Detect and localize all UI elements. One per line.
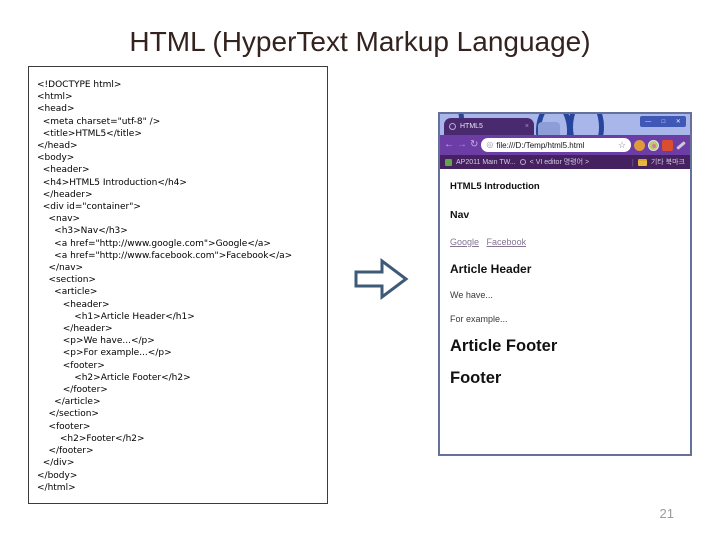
code-line: <footer> xyxy=(37,421,91,432)
extension-icon-red[interactable] xyxy=(662,139,673,151)
google-link[interactable]: Google xyxy=(450,237,480,247)
maximize-icon[interactable]: □ xyxy=(661,118,666,125)
bookmark-favicon-icon xyxy=(445,158,452,166)
window-controls: — □ ✕ xyxy=(640,116,686,127)
right-arrow-icon xyxy=(352,256,410,302)
code-line: <header> xyxy=(37,299,110,310)
address-bar[interactable]: ◎ file:///D:/Temp/html5.html ☆ xyxy=(481,138,631,152)
paragraph-we-have: We have... xyxy=(450,290,493,300)
code-line: </footer> xyxy=(37,385,108,396)
browser-toolbar: ← → ↻ ◎ file:///D:/Temp/html5.html ☆ xyxy=(440,135,690,155)
code-line: <footer> xyxy=(37,360,105,371)
browser-window: HTML5 × — □ ✕ ← → ↻ ◎ file:///D:/Temp/ht… xyxy=(438,112,692,456)
code-line: <!DOCTYPE html> xyxy=(37,80,122,90)
code-line: </header> xyxy=(37,189,93,200)
extension-icon-orange[interactable] xyxy=(634,139,645,151)
code-line: <meta charset="utf-8" /> xyxy=(37,116,161,127)
code-line: <head> xyxy=(37,104,75,115)
code-line: <nav> xyxy=(37,214,81,225)
code-line: <p>For example...</p> xyxy=(37,348,172,359)
code-line: <body> xyxy=(37,153,75,164)
code-line: <title>HTML5</title> xyxy=(37,128,142,139)
theme-curve-decoration xyxy=(568,114,604,135)
code-line: </head> xyxy=(37,141,78,152)
address-url[interactable]: file:///D:/Temp/html5.html xyxy=(496,140,585,150)
code-line: <h2>Article Footer</h2> xyxy=(37,372,191,383)
tab-title: HTML5 xyxy=(460,123,483,130)
code-line: <h2>Footer</h2> xyxy=(37,433,145,444)
code-line: </div> xyxy=(37,458,75,469)
footer-heading: Footer xyxy=(450,369,502,387)
bookmarks-bar: AP2011 Main TW... < VI editor 명령어 > | 기타… xyxy=(440,155,690,169)
code-line: <div id="container"> xyxy=(37,202,141,213)
code-line: </nav> xyxy=(37,263,84,274)
browser-titlebar[interactable]: HTML5 × — □ ✕ xyxy=(440,114,690,135)
code-line: <a href="http://www.google.com">Google</… xyxy=(37,238,271,249)
code-line: </section> xyxy=(37,409,99,420)
article-footer-heading: Article Footer xyxy=(450,337,558,355)
code-line: </header> xyxy=(37,324,113,335)
bookmark-star-icon[interactable]: ☆ xyxy=(617,139,626,150)
html-source-code-panel: <!DOCTYPE html> <html><head> <meta charse… xyxy=(28,66,328,504)
wrench-menu-icon[interactable] xyxy=(676,140,686,150)
code-line: <header> xyxy=(37,165,90,176)
code-line: </footer> xyxy=(37,446,94,457)
code-line: </body> xyxy=(37,470,78,481)
new-tab-button[interactable] xyxy=(538,122,560,135)
tab-favicon-icon xyxy=(449,123,456,130)
reload-icon[interactable]: ↻ xyxy=(470,139,479,150)
minimize-icon[interactable]: — xyxy=(645,118,652,125)
slide-page-number: 21 xyxy=(659,506,674,521)
rendered-page-content: HTML5 Introduction Nav Google Facebook A… xyxy=(440,169,690,452)
code-line: <h3>Nav</h3> xyxy=(37,226,128,237)
code-line: <html> xyxy=(37,92,73,103)
bookmark-item[interactable]: < VI editor 명령어 > xyxy=(529,159,590,166)
code-block: <!DOCTYPE html> <html><head> <meta charse… xyxy=(37,79,327,494)
slide-title: HTML (HyperText Markup Language) xyxy=(129,26,591,57)
code-line: </article> xyxy=(37,397,101,408)
other-bookmarks-button[interactable]: 기타 북마크 xyxy=(650,159,685,166)
folder-icon xyxy=(637,158,647,166)
close-icon[interactable]: ✕ xyxy=(675,118,681,125)
page-nav-links: Google Facebook xyxy=(450,237,682,247)
bookmark-item[interactable]: AP2011 Main TW... xyxy=(456,158,516,166)
extension-icon-profile[interactable] xyxy=(648,139,659,151)
forward-icon[interactable]: → xyxy=(457,139,467,150)
code-line: <h4>HTML5 Introduction</h4> xyxy=(37,177,187,188)
page-security-icon: ◎ xyxy=(486,140,494,149)
code-line: <h1>Article Header</h1> xyxy=(37,311,195,322)
back-icon[interactable]: ← xyxy=(444,139,454,150)
code-line: <article> xyxy=(37,287,98,298)
browser-tab-html5[interactable]: HTML5 × xyxy=(444,118,534,135)
tab-close-icon[interactable]: × xyxy=(524,123,529,130)
page-nav-heading: Nav xyxy=(450,209,470,221)
paragraph-for-example: For example... xyxy=(450,314,508,324)
bookmarks-divider: | xyxy=(631,157,634,167)
bookmark-favicon-icon xyxy=(519,159,526,165)
article-header-heading: Article Header xyxy=(450,262,532,276)
code-line: <a href="http://www.facebook.com">Facebo… xyxy=(37,250,293,261)
page-h4-heading: HTML5 Introduction xyxy=(450,181,540,192)
code-line: <section> xyxy=(37,275,96,286)
code-line: <p>We have...</p> xyxy=(37,336,155,347)
facebook-link[interactable]: Facebook xyxy=(486,237,527,247)
code-line: </html> xyxy=(37,482,76,493)
